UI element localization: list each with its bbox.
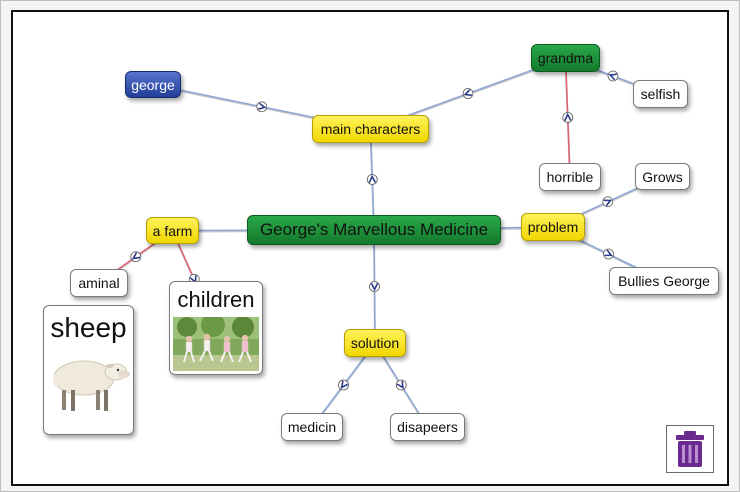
link-arrow-icon: [462, 88, 474, 99]
node-main-characters-label: main characters: [320, 121, 421, 137]
sheep-image: [52, 360, 130, 411]
node-solution-label: solution: [350, 335, 400, 351]
children-photo: [173, 317, 259, 371]
node-solution[interactable]: solution: [344, 329, 406, 357]
link-arrow-icon: [338, 379, 349, 391]
trash-can-icon: [676, 431, 704, 467]
node-grows[interactable]: Grows: [635, 163, 690, 190]
node-problem[interactable]: problem: [521, 213, 585, 241]
node-a-farm-label: a farm: [152, 222, 193, 239]
link-arrow-icon: [256, 101, 268, 113]
node-grandma[interactable]: grandma: [531, 44, 600, 72]
node-a-farm[interactable]: a farm: [146, 217, 199, 244]
node-disapeers-label: disapeers: [397, 419, 458, 435]
node-selfish-label: selfish: [640, 86, 681, 102]
node-horrible[interactable]: horrible: [539, 163, 601, 191]
node-selfish[interactable]: selfish: [633, 80, 688, 108]
link-arrow-icon: [603, 248, 614, 260]
node-grows-label: Grows: [642, 168, 683, 185]
node-root[interactable]: George's Marvellous Medicine: [247, 215, 501, 245]
node-bullies-george-label: Bullies George: [618, 273, 710, 289]
node-sheep-label: sheep: [50, 312, 127, 343]
concept-map-canvas[interactable]: George's Marvellous Medicine main charac…: [11, 10, 729, 486]
node-children-label: children: [177, 287, 255, 312]
link-arrow-icon: [369, 281, 380, 292]
node-bullies-george[interactable]: Bullies George: [609, 267, 719, 295]
node-aminal[interactable]: aminal: [70, 269, 128, 297]
node-medicin[interactable]: medicin: [281, 413, 343, 441]
node-george[interactable]: george: [125, 71, 181, 98]
node-children[interactable]: children: [169, 281, 263, 375]
link-arrow-icon: [130, 251, 142, 263]
node-sheep[interactable]: sheep: [43, 305, 134, 435]
link-arrow-icon: [562, 112, 574, 123]
link-arrow-icon: [607, 70, 619, 82]
trash-button[interactable]: [666, 425, 714, 473]
node-root-label: George's Marvellous Medicine: [259, 220, 489, 239]
link-arrow-icon: [395, 379, 407, 391]
node-medicin-label: medicin: [287, 419, 337, 435]
node-grandma-label: grandma: [537, 50, 594, 66]
node-disapeers[interactable]: disapeers: [390, 413, 465, 441]
link-arrow-icon: [602, 196, 614, 208]
node-problem-label: problem: [527, 219, 579, 235]
link-arrow-icon: [366, 174, 378, 185]
node-main-characters[interactable]: main characters: [312, 115, 429, 143]
node-aminal-label: aminal: [78, 275, 120, 291]
node-horrible-label: horrible: [546, 169, 594, 185]
node-george-label: george: [131, 76, 175, 93]
